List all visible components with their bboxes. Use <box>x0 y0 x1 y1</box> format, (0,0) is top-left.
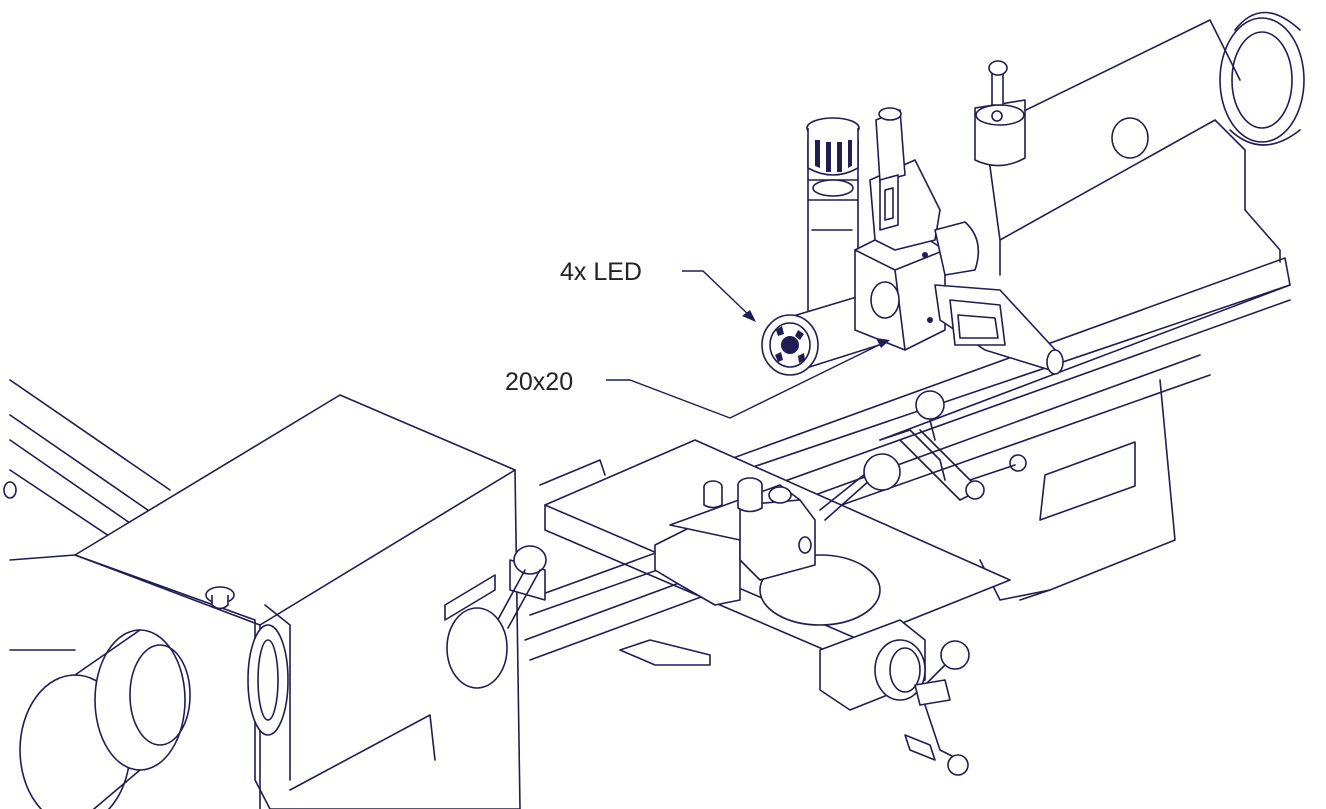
callout-led-label: 4x LED <box>560 258 642 286</box>
callout-square-label: 20x20 <box>505 368 573 396</box>
callout-square: 20x20 <box>505 338 890 419</box>
headstock <box>974 11 1305 276</box>
tool-post <box>446 453 901 689</box>
apron <box>3 394 521 809</box>
bed-handles <box>879 390 1027 501</box>
cross-slide-handwheel <box>874 639 970 776</box>
callout-led: 4x LED <box>560 258 756 322</box>
carriage-handwheel <box>19 629 191 809</box>
alignment-device <box>761 107 1064 376</box>
